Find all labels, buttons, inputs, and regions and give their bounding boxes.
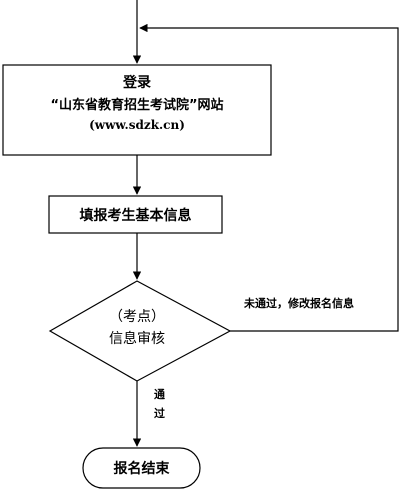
fail-label: 未通过，修改报名信息 <box>244 297 354 310</box>
end-label: 报名结束 <box>113 461 170 477</box>
login-line-2: “山东省教育招生考试院”网站 <box>50 98 224 113</box>
review-line-2: 信息审核 <box>109 331 165 347</box>
arrow-fail-loop <box>139 23 399 332</box>
login-line-3: (www.sdzk.cn) <box>89 118 185 132</box>
login-line-1: 登录 <box>123 75 151 91</box>
end-terminal <box>82 447 201 489</box>
fill-info-box <box>48 195 223 234</box>
pass-label-char-1: 通 <box>154 388 165 401</box>
pass-label-char-2: 过 <box>154 407 165 420</box>
fill-info-label: 填报考生基本信息 <box>79 208 192 224</box>
review-line-1: （考点） <box>109 309 165 325</box>
